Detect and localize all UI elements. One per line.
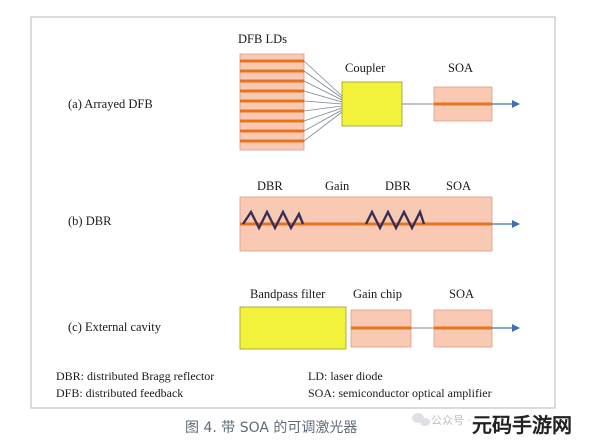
- legend-soa: SOA: semiconductor optical amplifier: [308, 386, 492, 400]
- dbr2-label: DBR: [385, 179, 411, 193]
- row-b-label: (b) DBR: [68, 214, 112, 228]
- row-a-soa-label: SOA: [448, 61, 473, 75]
- legend-ld: LD: laser diode: [308, 369, 383, 383]
- coupler-label: Coupler: [345, 61, 386, 75]
- brand-logo-text: 元码手游网: [472, 413, 572, 437]
- gain-label: Gain: [325, 179, 350, 193]
- legend-dfb: DFB: distributed feedback: [56, 386, 183, 400]
- fan-in-waveguides: [303, 60, 343, 142]
- watermark-text: 公众号 ·: [431, 414, 471, 427]
- dbr1-grating: [242, 209, 305, 231]
- figure-caption: 图 4. 带 SOA 的可调激光器: [185, 419, 357, 436]
- row-a-label: (a) Arrayed DFB: [68, 97, 153, 111]
- bandpass-filter-block: [239, 306, 347, 350]
- row-c-soa-label: SOA: [449, 287, 474, 301]
- row-c-label: (c) External cavity: [68, 320, 162, 334]
- dfb-ld-stripes: [240, 59, 304, 143]
- dbr2-grating: [364, 208, 426, 231]
- legend-dbr: DBR: distributed Bragg reflector: [56, 369, 214, 383]
- coupler-block: [341, 81, 403, 127]
- gain-chip-label: Gain chip: [353, 287, 402, 301]
- dbr1-label: DBR: [257, 179, 283, 193]
- row-b-soa-label: SOA: [446, 179, 471, 193]
- wechat-icon: [412, 413, 430, 426]
- bandpass-filter-label: Bandpass filter: [250, 287, 326, 301]
- dfb-lds-label: DFB LDs: [238, 32, 287, 46]
